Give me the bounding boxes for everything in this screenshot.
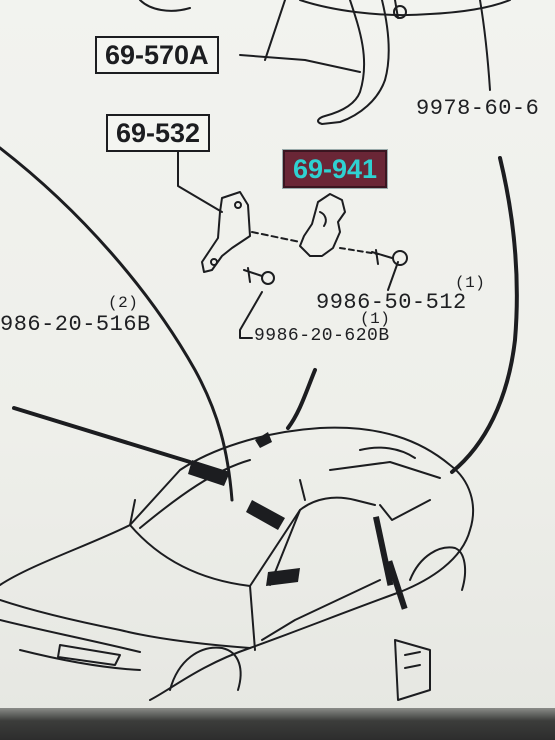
label-qty-516: (2)	[108, 294, 139, 312]
small-part-bottom	[394, 639, 431, 701]
headlight	[57, 644, 121, 666]
leader-570a	[239, 54, 361, 73]
strip-segment-2	[246, 500, 285, 530]
label-qty-512: (1)	[455, 274, 486, 292]
screw-9986-512	[371, 249, 393, 265]
hood-line	[0, 619, 141, 653]
leader-9986-512	[387, 261, 399, 291]
strip-segment-1	[188, 460, 230, 486]
upper-strap	[317, 0, 390, 125]
photo-bottom-edge	[0, 708, 555, 740]
front-wheel	[169, 646, 242, 691]
label-part-9978: 9978-60-6	[416, 96, 540, 121]
strip-segment-4	[255, 432, 272, 448]
callout-part-532: 69-532	[106, 114, 211, 152]
windshield	[139, 459, 251, 529]
label-part-9986-516: 986-20-516B	[0, 312, 151, 337]
strip-segment-5	[372, 516, 394, 586]
diagram-paper	[0, 0, 555, 720]
label-part-9986-620: 9986-20-620B	[254, 326, 390, 346]
strip-segment-6	[386, 560, 408, 610]
car-body	[0, 426, 475, 701]
weatherstrip-left	[0, 146, 234, 502]
door-line	[261, 579, 381, 641]
weatherstrip-right	[450, 156, 519, 474]
part-941	[299, 193, 346, 257]
leader-9986-620	[239, 291, 263, 339]
label-part-9986-512: 9986-50-512	[316, 290, 467, 315]
bracket-532	[201, 191, 251, 273]
screw-9986-620	[243, 267, 263, 283]
callout-part-570a: 69-570A	[95, 36, 219, 74]
label-qty-620: (1)	[360, 310, 391, 328]
top-bracket-shape	[139, 0, 191, 12]
rear-wheel	[409, 546, 467, 591]
leader-532	[177, 149, 223, 213]
pointer-left	[12, 406, 192, 464]
dashed-connector	[251, 231, 301, 243]
strip-segment-3	[266, 568, 300, 586]
callout-part-941-highlighted: 69-941	[283, 150, 388, 188]
upper-trim-arc	[299, 0, 511, 17]
